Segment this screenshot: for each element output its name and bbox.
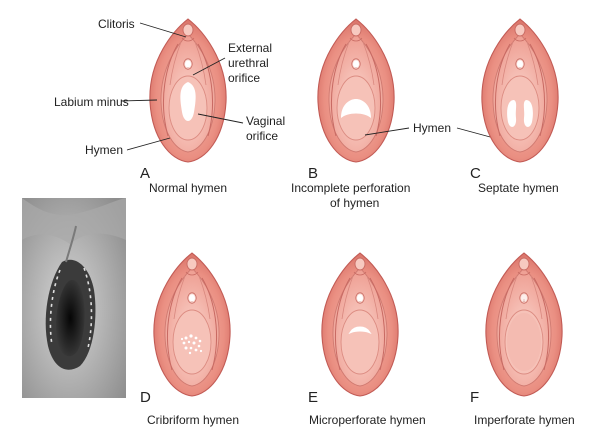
panel-letter-b: B [308,165,318,182]
panel-c: C Septate hymen [470,18,559,195]
panel-f: F Imperforate hymen [470,252,575,427]
panel-d: D Cribriform hymen [140,252,239,427]
caption-b-line1: Incomplete perforation [291,181,410,195]
caption-a: Normal hymen [149,181,227,195]
vaginal-orifice-opening-a [180,82,196,121]
septate-opening-left-c [507,100,517,127]
vulva-illustration-b [317,18,395,163]
external-urethral-orifice-label-line2: urethral [228,56,269,70]
vulva-illustration-d [153,252,231,397]
caption-c: Septate hymen [478,181,559,195]
panel-letter-d: D [140,389,151,406]
vulva-illustration-e [321,252,399,397]
caption-f: Imperforate hymen [474,413,575,427]
external-urethral-orifice-label-line1: External [228,41,272,55]
microperforation-e [348,326,372,335]
panel-letter-e: E [308,389,318,406]
clitoris-label: Clitoris [98,17,135,31]
panel-letter-f: F [470,389,479,406]
imperforate-membrane-f [507,313,541,371]
urethral-orifice-c [517,60,523,68]
hymen-label-a: Hymen [85,143,123,157]
urethral-orifice-b [353,60,359,68]
panel-e: E Microperforate hymen [308,252,426,427]
urethral-orifice-f [521,294,527,302]
urethral-orifice-d [189,294,195,302]
clinical-photograph [22,198,126,398]
caption-e: Microperforate hymen [309,413,426,427]
cribriform-openings-d [180,334,203,355]
panel-a: Clitoris External urethral orifice Labiu… [54,17,285,195]
septate-opening-right-c [523,100,533,127]
partial-opening-b [341,99,371,118]
vaginal-orifice-label-line1: Vaginal [246,114,285,128]
caption-b-line2: of hymen [330,196,379,210]
external-urethral-orifice-label-line3: orifice [228,71,260,85]
urethral-orifice-a [185,60,191,68]
panel-letter-c: C [470,165,481,182]
hymen-label-bc: Hymen [413,121,451,135]
urethral-orifice-e [357,294,363,302]
labium-minus-label: Labium minus [54,95,129,109]
vaginal-orifice-label-line2: orifice [246,129,278,143]
panel-letter-a: A [140,165,150,182]
vulva-illustration-c [481,18,559,163]
panel-b: Hymen B Incomplete perforation of hymen [291,18,506,210]
caption-d: Cribriform hymen [147,413,239,427]
